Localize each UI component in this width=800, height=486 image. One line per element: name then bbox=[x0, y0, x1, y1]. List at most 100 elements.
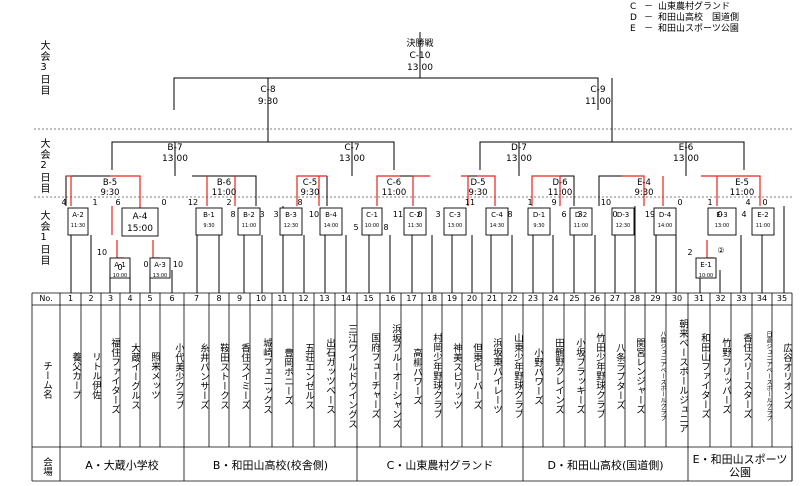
team-number: 25 bbox=[569, 294, 580, 303]
score: 8 bbox=[507, 210, 512, 219]
team-name: 五荘エンゼルス bbox=[303, 342, 314, 410]
score: 2 bbox=[687, 248, 692, 257]
round1-match: A-415:00 bbox=[121, 207, 159, 237]
round1-match: D-19:30 bbox=[527, 207, 551, 236]
quarter-code: D-7 bbox=[511, 143, 527, 153]
team-name: リトル伊佐 bbox=[90, 352, 101, 400]
match-box bbox=[237, 207, 261, 236]
match-code: E-3 bbox=[716, 211, 727, 219]
round1-match: E-2 11:00 bbox=[751, 207, 775, 236]
match-code: E-2 bbox=[757, 211, 768, 219]
score: 10 bbox=[601, 198, 611, 207]
score: 0 bbox=[417, 210, 422, 219]
team-name: 福住ファイターズ bbox=[109, 338, 120, 414]
team-number: 2 bbox=[88, 294, 94, 303]
venue-cell: A・大蔵小学校 bbox=[85, 459, 159, 472]
final-code: C-10 bbox=[410, 51, 431, 61]
team-number: 12 bbox=[298, 294, 309, 303]
semi-time: 11:00 bbox=[585, 97, 611, 107]
score: 10 bbox=[97, 248, 107, 257]
team-name: 八鹿ジュニアベースボールクラブ bbox=[659, 331, 666, 421]
match-code: A-2 bbox=[72, 211, 84, 219]
team-number: 19 bbox=[446, 294, 458, 303]
score: 12 bbox=[188, 198, 198, 207]
day1-label: 大会1日目 bbox=[38, 210, 49, 266]
match-time: 13:00 bbox=[715, 223, 729, 229]
round1-match: C-110:00 bbox=[361, 207, 383, 236]
team-header: チーム名 bbox=[41, 361, 52, 399]
match-box bbox=[707, 207, 737, 236]
legend-item: D－和田山高校 国道側 bbox=[630, 13, 740, 23]
score: 9 bbox=[551, 198, 556, 207]
quarter-code: C-7 bbox=[344, 143, 359, 153]
r2-code: C-6 bbox=[387, 178, 401, 188]
score: 10 bbox=[309, 210, 319, 219]
team-number: 11 bbox=[277, 294, 288, 303]
match-time: 13:00 bbox=[448, 223, 462, 229]
quarter-time: 13:00 bbox=[162, 154, 188, 164]
score: 1 bbox=[92, 198, 97, 207]
round1-match: A-313:00 bbox=[149, 257, 171, 279]
team-number: 1 bbox=[67, 294, 74, 303]
venue-header: 会場 bbox=[41, 456, 52, 476]
team-name: 小坂ブラッキーズ bbox=[574, 338, 585, 414]
round1-match: C-211:30 bbox=[403, 207, 427, 236]
match-code: D-4 bbox=[659, 211, 672, 219]
team-number: 31 bbox=[693, 294, 705, 303]
team-name: 田鶴野クレインズ bbox=[553, 338, 564, 414]
team-name: 城崎フェニックス bbox=[261, 338, 272, 414]
final-title: 決勝戦 bbox=[406, 37, 433, 49]
match-time: 12:30 bbox=[284, 223, 298, 229]
match-box bbox=[569, 207, 593, 236]
table-grid bbox=[31, 292, 793, 482]
team-name: 浜坂ブルーオーシャンズ bbox=[390, 323, 401, 429]
team-number: 21 bbox=[486, 294, 498, 303]
venue-cell: B・和田山高校(校舎側) bbox=[212, 459, 329, 472]
match-box bbox=[443, 207, 467, 236]
round1-match: D-312:30 bbox=[611, 207, 635, 236]
team-number: 3 bbox=[107, 294, 114, 303]
score: 3 bbox=[259, 210, 264, 219]
match-code: A-3 bbox=[154, 261, 166, 269]
score: 0 bbox=[612, 210, 617, 219]
round1-match: B-312:30 bbox=[279, 207, 303, 236]
score: ② bbox=[717, 246, 724, 255]
team-name: 和田山ファイターズ bbox=[699, 333, 710, 419]
match-code: C-2 bbox=[409, 211, 421, 219]
score: 8 bbox=[297, 198, 302, 207]
match-time: 12:30 bbox=[616, 223, 630, 229]
match-box bbox=[67, 207, 89, 236]
match-box bbox=[527, 207, 551, 236]
round1-match: A-110:00 bbox=[109, 257, 131, 279]
match-time: 14:00 bbox=[324, 223, 338, 229]
match-box bbox=[319, 207, 343, 236]
venue-cell: C・山東農村グランド bbox=[386, 459, 494, 472]
round1-match: D-414:00 bbox=[653, 207, 677, 236]
team-name: 日高ジュニアベースボールクラブ bbox=[765, 331, 772, 421]
team-name: 村岡少年野球クラブ bbox=[431, 333, 442, 419]
match-time: 9:30 bbox=[203, 223, 214, 229]
team-number: 35 bbox=[776, 294, 788, 303]
legend-item: C－山東農村グランド bbox=[630, 2, 731, 12]
r2-time: 11:00 bbox=[548, 188, 573, 198]
match-time: 11:00 bbox=[756, 223, 770, 229]
team-number: 6 bbox=[169, 294, 175, 303]
team-name: 三江ワイルドウイングス bbox=[346, 323, 357, 429]
team-number: 24 bbox=[548, 294, 559, 303]
match-time: 10:00 bbox=[113, 273, 127, 279]
r2-time: 9:30 bbox=[634, 188, 653, 198]
score: 10 bbox=[173, 260, 183, 269]
team-number: 18 bbox=[426, 294, 438, 303]
r2-code: E-4 bbox=[637, 178, 651, 188]
team-name: 国府フューチャーズ bbox=[369, 333, 380, 419]
team-number: 28 bbox=[629, 294, 641, 303]
team-number: 14 bbox=[340, 294, 352, 303]
team-name: 山東少年野球クラブ bbox=[512, 333, 523, 419]
team-name: 竹田少年野球クラブ bbox=[594, 333, 605, 419]
match-code: A-4 bbox=[133, 212, 148, 222]
quarter-time: 13:00 bbox=[506, 154, 532, 164]
match-code: E-1 bbox=[700, 261, 711, 269]
team-number: 17 bbox=[406, 294, 417, 303]
